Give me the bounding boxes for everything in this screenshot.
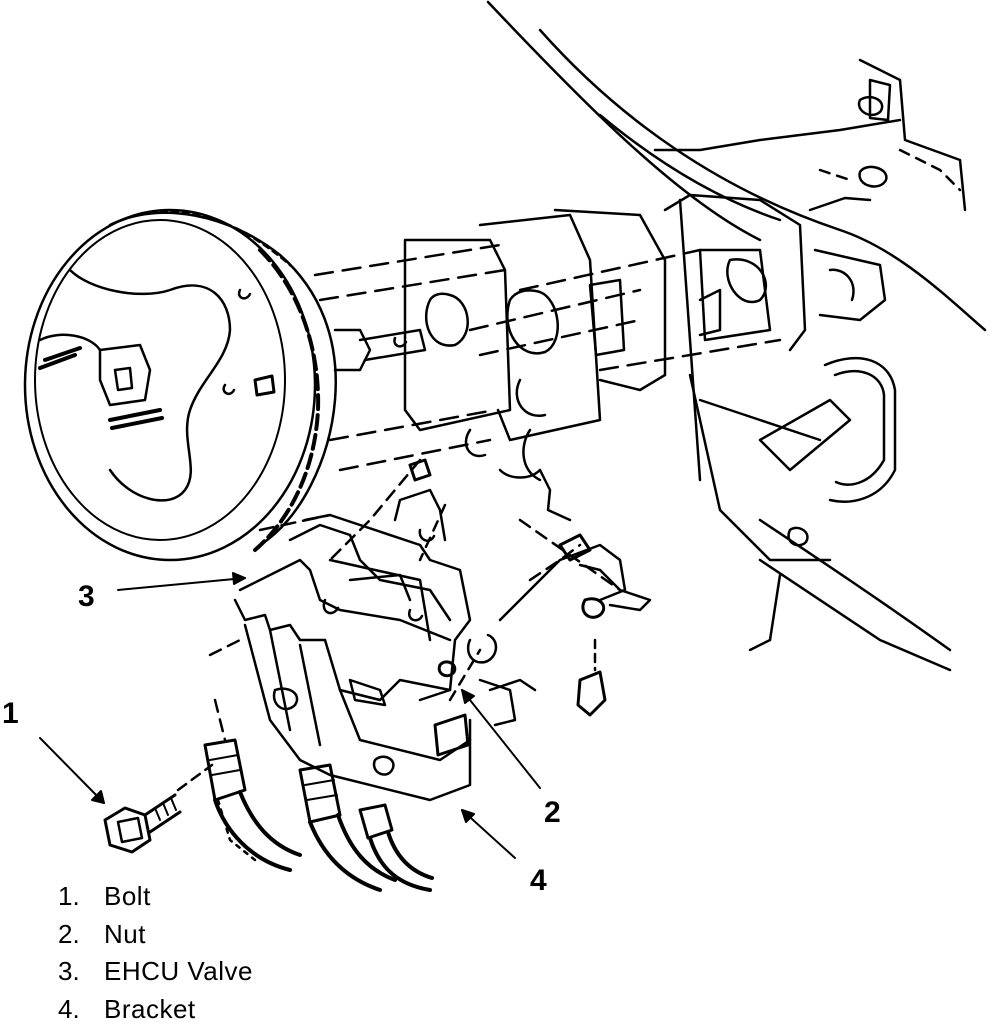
callout-2: 2 bbox=[544, 796, 561, 829]
callout-3: 3 bbox=[78, 580, 95, 613]
pushrod-studs bbox=[315, 245, 780, 470]
legend-label: Nut bbox=[104, 916, 146, 954]
parts-legend: 1. Bolt 2. Nut 3. EHCU Valve 4. Bracket bbox=[58, 878, 253, 1028]
legend-number: 2. bbox=[58, 916, 104, 954]
legend-item-nut: 2. Nut bbox=[58, 916, 253, 954]
legend-number: 4. bbox=[58, 991, 104, 1028]
brake-booster bbox=[25, 210, 336, 560]
bolt-part bbox=[105, 765, 212, 852]
legend-label: EHCU Valve bbox=[104, 953, 253, 991]
callout-4: 4 bbox=[530, 864, 547, 897]
gasket-plates bbox=[405, 210, 665, 520]
side-mount bbox=[500, 535, 650, 715]
legend-label: Bolt bbox=[104, 878, 151, 916]
legend-number: 3. bbox=[58, 953, 104, 991]
legend-item-bolt: 1. Bolt bbox=[58, 878, 253, 916]
legend-item-bracket: 4. Bracket bbox=[58, 991, 253, 1028]
legend-item-ehcu-valve: 3. EHCU Valve bbox=[58, 953, 253, 991]
wiring-harness bbox=[205, 740, 432, 890]
callout-1: 1 bbox=[2, 697, 19, 730]
legend-label: Bracket bbox=[104, 991, 196, 1028]
legend-number: 1. bbox=[58, 878, 104, 916]
